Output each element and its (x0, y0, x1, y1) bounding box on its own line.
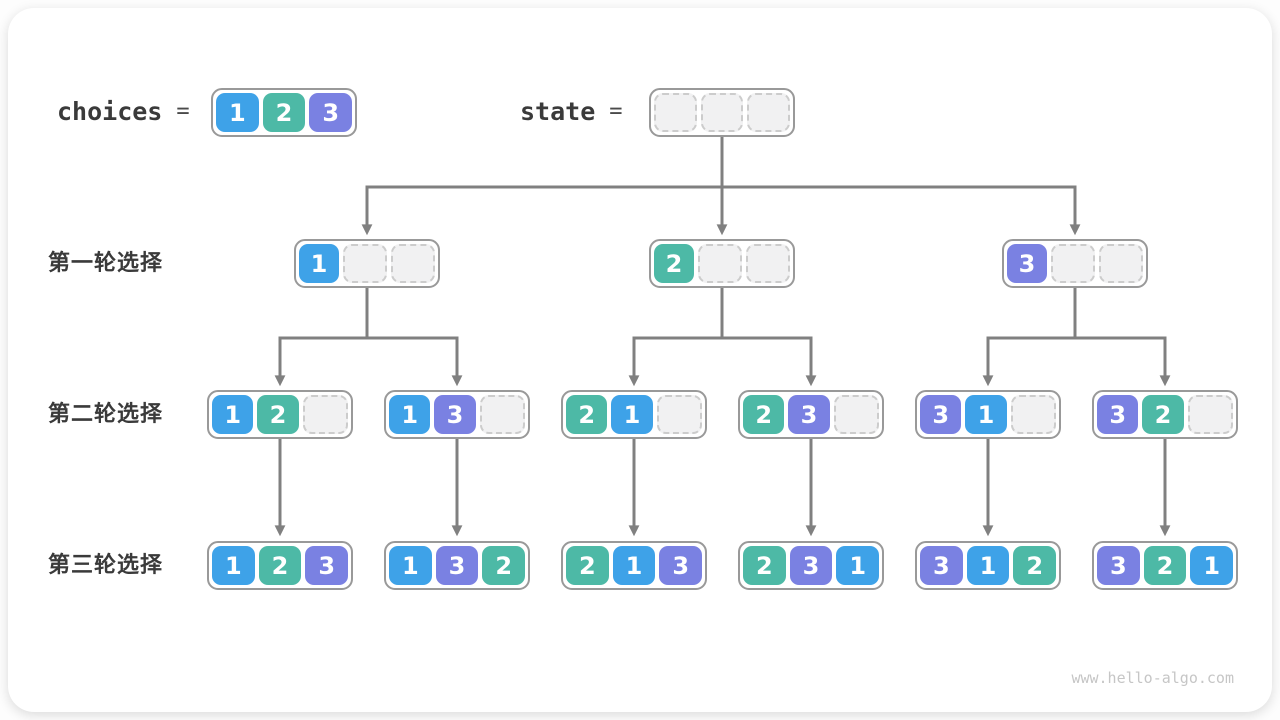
level2-node-23: 2 3 (738, 390, 884, 439)
state-cell: 2 (1013, 546, 1057, 585)
state-cell: 1 (299, 244, 339, 283)
state-cell: 2 (258, 546, 302, 585)
state-empty-cell (343, 244, 387, 283)
state-cell: 1 (611, 395, 653, 434)
level1-node-2: 2 (649, 239, 795, 288)
choices-label: choices = (57, 97, 190, 127)
level2-node-31: 3 1 (915, 390, 1061, 439)
round-1-label: 第一轮选择 (48, 250, 164, 275)
state-cell: 2 (654, 244, 694, 283)
state-box (649, 88, 795, 137)
state-cell: 3 (1097, 546, 1140, 585)
state-cell: 1 (965, 395, 1007, 434)
level3-node-123: 1 2 3 (207, 541, 353, 590)
state-empty-cell (656, 395, 702, 434)
level3-node-231: 2 3 1 (738, 541, 884, 590)
level3-node-132: 1 3 2 (384, 541, 530, 590)
choices-equals-sign: = (176, 99, 190, 124)
state-cell: 2 (566, 546, 609, 585)
state-equals-sign: = (609, 99, 623, 124)
state-empty-cell (700, 93, 744, 132)
state-cell: 3 (920, 395, 962, 434)
level2-node-32: 3 2 (1092, 390, 1238, 439)
state-cell: 2 (257, 395, 299, 434)
level2-node-13: 1 3 (384, 390, 530, 439)
state-empty-cell (654, 93, 697, 132)
state-empty-cell (479, 395, 525, 434)
level1-node-1: 1 (294, 239, 440, 288)
state-empty-cell (747, 93, 791, 132)
state-empty-cell (391, 244, 435, 283)
state-empty-cell (1099, 244, 1143, 283)
state-cell: 1 (836, 546, 880, 585)
state-cell: 3 (1097, 395, 1139, 434)
round-2-label: 第二轮选择 (48, 401, 164, 426)
state-empty-cell (833, 395, 879, 434)
watermark: www.hello-algo.com (1071, 669, 1234, 687)
state-cell: 3 (920, 546, 963, 585)
state-cell: 2 (482, 546, 526, 585)
level1-node-3: 3 (1002, 239, 1148, 288)
state-empty-cell (1010, 395, 1056, 434)
state-cell: 1 (389, 395, 431, 434)
state-cell: 1 (389, 546, 432, 585)
choices-box: 1 2 3 (211, 88, 357, 137)
level3-node-213: 2 1 3 (561, 541, 707, 590)
state-empty-cell (1051, 244, 1095, 283)
level3-node-312: 3 1 2 (915, 541, 1061, 590)
state-empty-cell (746, 244, 790, 283)
state-label: state = (520, 97, 623, 127)
state-cell: 2 (743, 546, 786, 585)
state-cell: 2 (566, 395, 608, 434)
state-cell: 3 (434, 395, 476, 434)
state-cell: 1 (212, 546, 255, 585)
level2-node-21: 2 1 (561, 390, 707, 439)
level3-node-321: 3 2 1 (1092, 541, 1238, 590)
state-cell: 2 (1143, 546, 1187, 585)
round-3-label: 第三轮选择 (48, 552, 164, 577)
choices-cell-3: 3 (309, 93, 353, 132)
diagram-card (8, 8, 1272, 712)
state-cell: 3 (1007, 244, 1047, 283)
choices-cell-1: 1 (216, 93, 259, 132)
state-cell: 2 (743, 395, 785, 434)
level2-node-12: 1 2 (207, 390, 353, 439)
state-empty-cell (1187, 395, 1233, 434)
state-cell: 1 (1190, 546, 1234, 585)
choices-cell-2: 2 (262, 93, 306, 132)
state-cell: 3 (305, 546, 349, 585)
state-cell: 1 (212, 395, 254, 434)
state-empty-cell (302, 395, 348, 434)
state-cell: 3 (659, 546, 703, 585)
state-cell: 1 (612, 546, 656, 585)
state-cell: 3 (789, 546, 833, 585)
state-cell: 1 (966, 546, 1010, 585)
choices-word: choices (57, 97, 163, 126)
state-word: state (520, 97, 596, 126)
state-cell: 3 (788, 395, 830, 434)
state-cell: 3 (435, 546, 479, 585)
state-empty-cell (698, 244, 742, 283)
state-cell: 2 (1142, 395, 1184, 434)
